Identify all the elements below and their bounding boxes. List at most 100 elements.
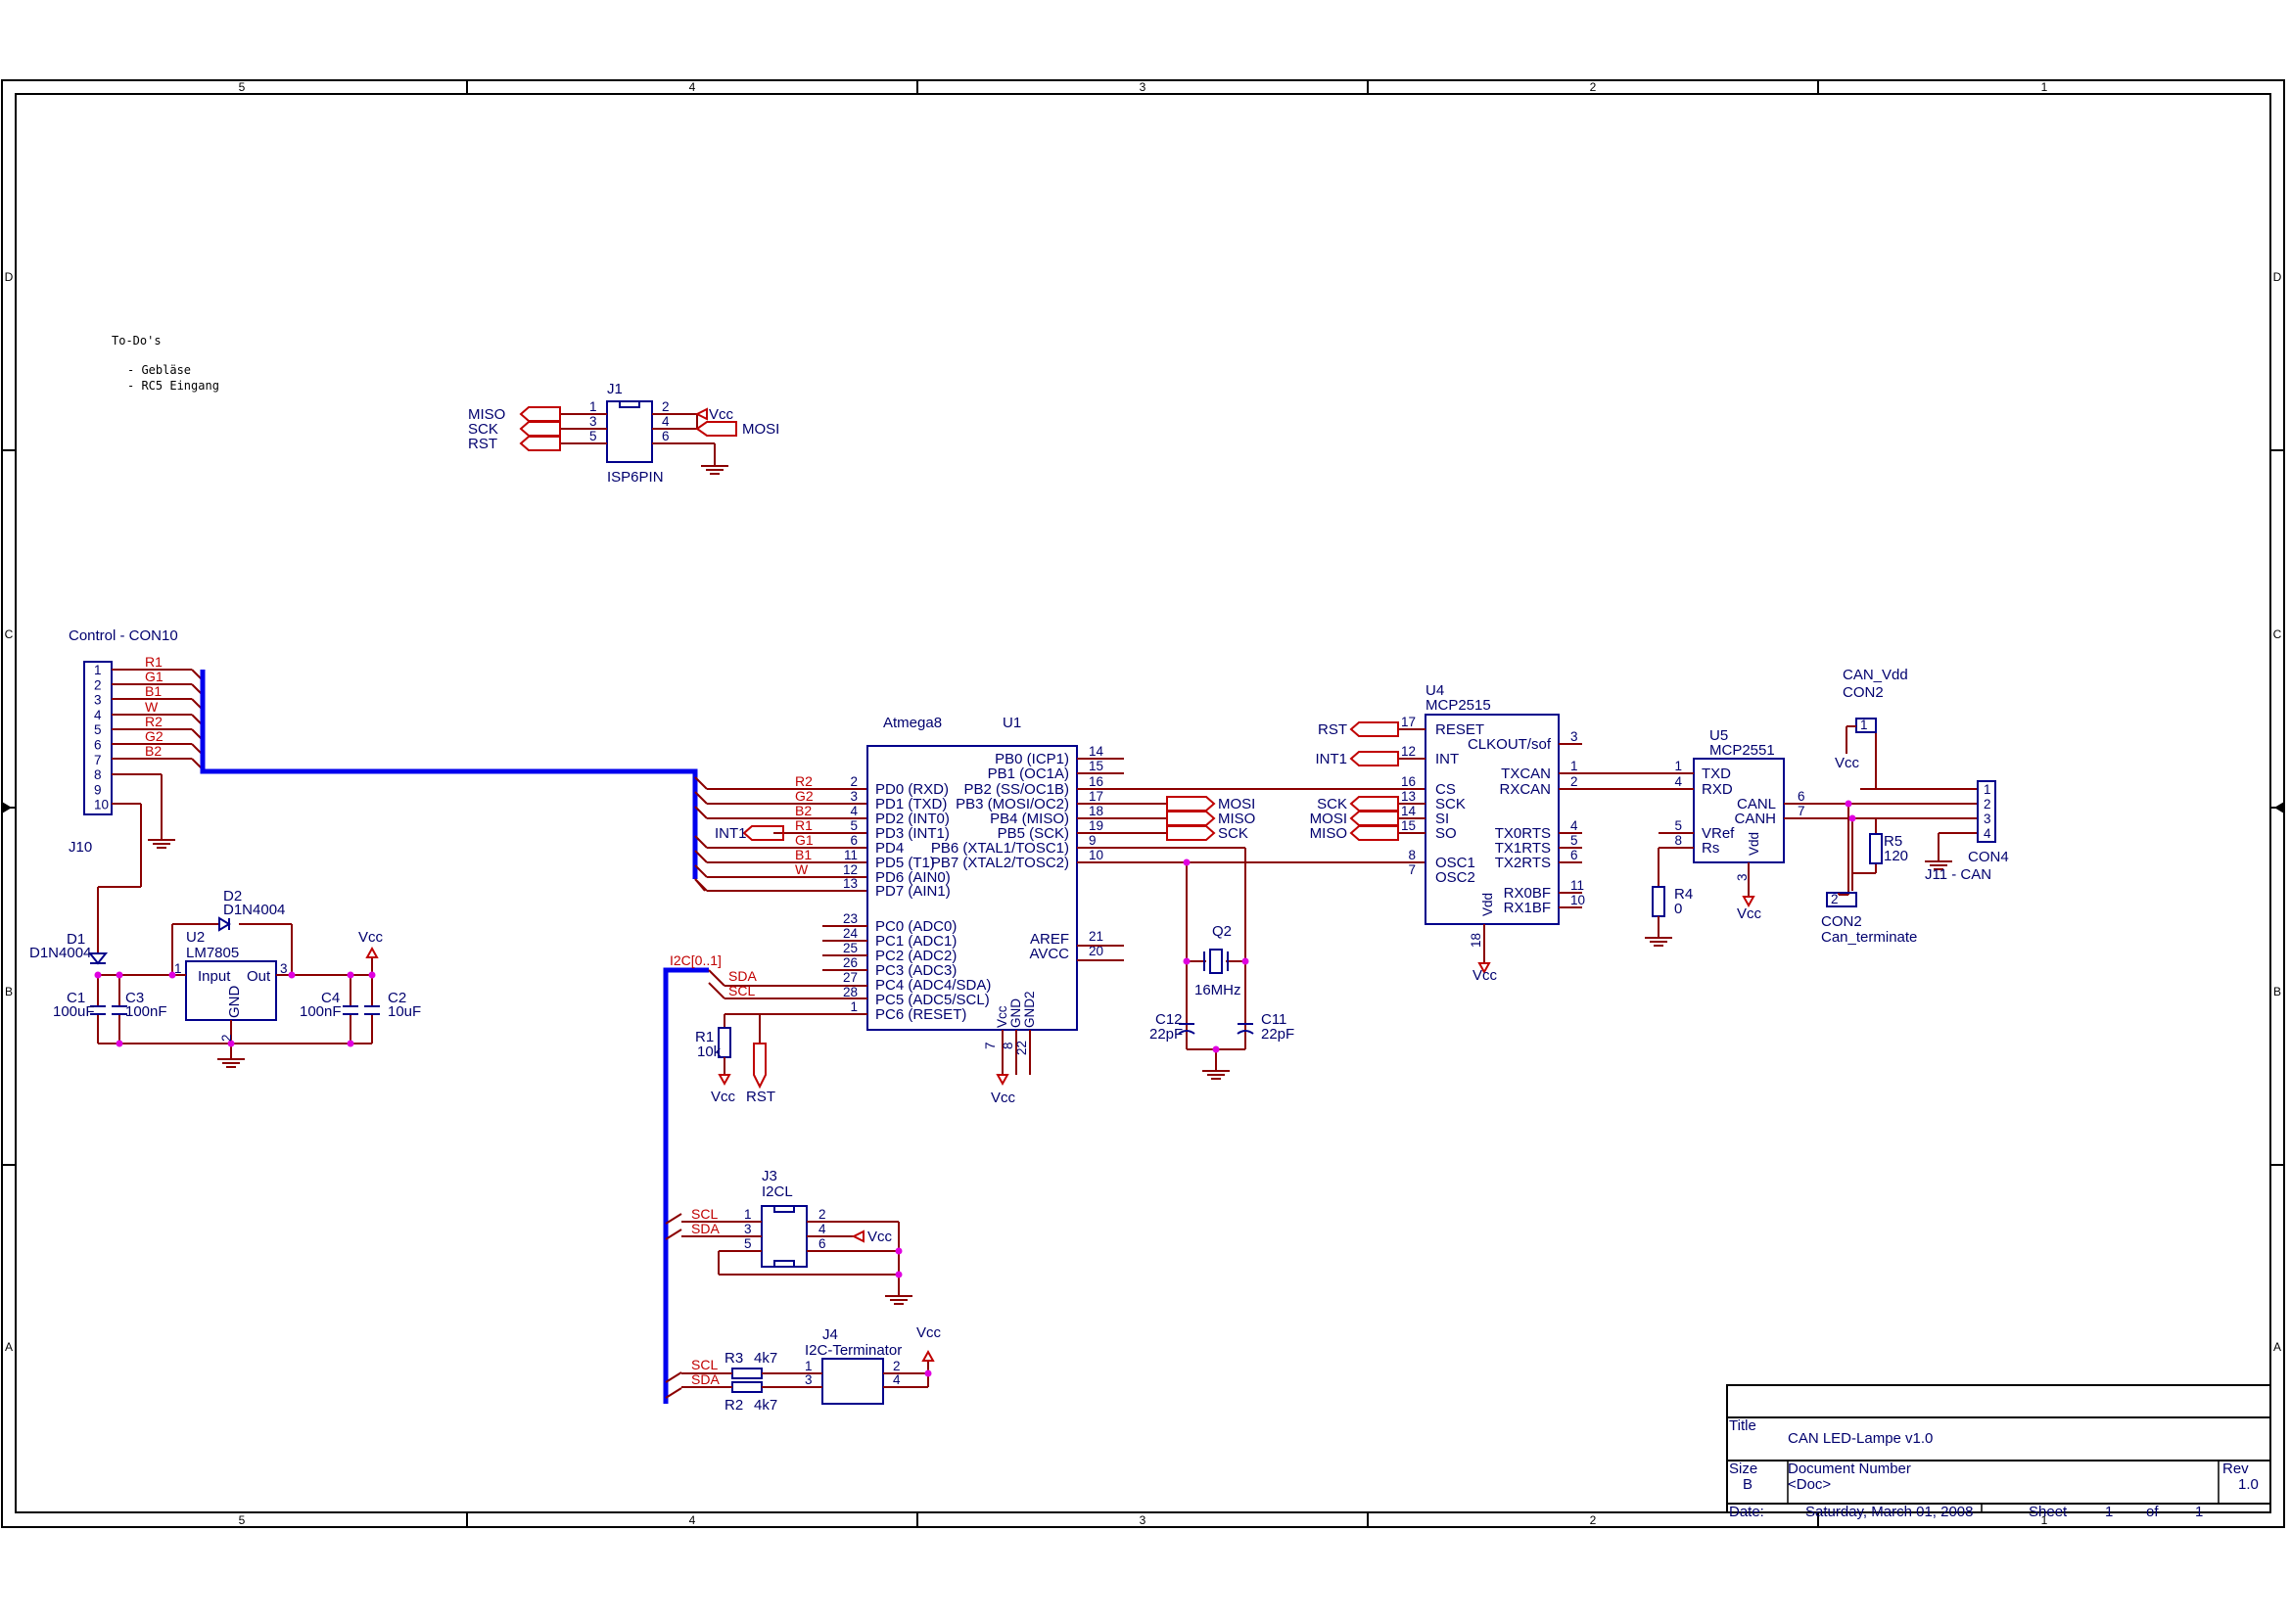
- u4-pin-label-txcan: TXCAN: [1501, 766, 1551, 782]
- u4-pin-label-tx2rts: TX2RTS: [1495, 855, 1551, 871]
- u1-pin-label-1: PC6 (RESET): [875, 1006, 966, 1023]
- row-label-right-2: C: [2273, 627, 2282, 641]
- title-block: Title CAN LED-Lampe v1.0 Size B Document…: [1726, 1384, 2271, 1520]
- j10-pin-5: 5: [94, 722, 102, 737]
- u5-pin-5: 5: [1674, 818, 1682, 833]
- todo-item-2: - RC5 Eingang: [127, 379, 219, 393]
- u5-pin-label-rxd: RXD: [1702, 781, 1733, 798]
- u1-sda-label: SDA: [728, 968, 757, 984]
- spi-wiring: MOSI MISO SCK: [1077, 758, 1425, 863]
- u4-pin-6: 6: [1570, 848, 1578, 862]
- c3-ref: C3: [125, 990, 144, 1006]
- document-number-value: <Doc>: [1788, 1476, 1831, 1493]
- j10-pin-4: 4: [94, 708, 102, 722]
- u1-pin-label-14: PB0 (ICP1): [995, 751, 1069, 767]
- u1-pin-28: 28: [843, 985, 858, 999]
- u4-pin-label-rx0bf: RX0BF: [1504, 885, 1551, 902]
- u1-pin-label-4: PD2 (INT0): [875, 811, 950, 827]
- col-label-top-5: 1: [2041, 80, 2048, 94]
- u1-pin-8: 8: [1001, 1042, 1015, 1049]
- u1-pin-gnd2-label: GND2: [1022, 991, 1037, 1028]
- u5-pin-4: 4: [1674, 774, 1682, 789]
- power-supply: Input Out GND 1 3 2 U2 LM7805 D2 D1N4004…: [29, 800, 1856, 1068]
- document-number-label: Document Number: [1788, 1461, 1911, 1477]
- u1-pin-15: 15: [1089, 759, 1103, 773]
- u1-pin-label-15: PB1 (OC1A): [988, 766, 1069, 782]
- c2-ref: C2: [388, 990, 406, 1006]
- j10-pin-1: 1: [94, 663, 102, 677]
- u1-net-b1: B1: [795, 847, 812, 862]
- u1-pin-label-23: PC0 (ADC0): [875, 918, 957, 935]
- u1-miso-flag: MISO: [1218, 811, 1255, 827]
- j1-pin-4: 4: [662, 414, 670, 429]
- u5-pin-1: 1: [1674, 759, 1682, 773]
- u1-pin-12: 12: [843, 862, 858, 877]
- u1-sck-flag: SCK: [1218, 825, 1248, 842]
- u1-pin-label-17: PB3 (MOSI/OC2): [956, 796, 1069, 812]
- u4-pin-label-tx1rts: TX1RTS: [1495, 840, 1551, 857]
- d2-ref: D2: [223, 888, 242, 905]
- u4-net-flag-rst: RST: [1318, 721, 1347, 738]
- u1-pin-label-25: PC2 (ADC2): [875, 948, 957, 964]
- u1-pin-label-27: PC4 (ADC4/SDA): [875, 977, 991, 994]
- u4-pin-17: 17: [1401, 715, 1416, 729]
- r4-value: 0: [1674, 901, 1682, 917]
- u1-pin-5: 5: [850, 818, 858, 833]
- q2-crystal: Q2 16MHz C12 22pF C11 22pF: [1149, 848, 1294, 1080]
- u4-net-flag-mosi: MOSI: [1310, 811, 1347, 827]
- u4-pin-label-sck: SCK: [1435, 796, 1466, 812]
- c2-value: 10uF: [388, 1003, 421, 1020]
- j11-ref: CON4: [1968, 849, 2009, 865]
- u1-pin-16: 16: [1089, 774, 1103, 789]
- u4-pin-label-clkout/sof: CLKOUT/sof: [1468, 736, 1552, 753]
- j11-pin-4: 4: [1984, 826, 1991, 841]
- j4-pin-3: 3: [805, 1372, 813, 1387]
- j4-ref: J4: [822, 1326, 838, 1343]
- u1-pin-label-9: PB6 (XTAL1/TOSC1): [931, 840, 1069, 857]
- col-label-bottom-3: 3: [1140, 1513, 1146, 1527]
- u4-pin-label-si: SI: [1435, 811, 1449, 827]
- col-label-bottom-1: 5: [239, 1513, 246, 1527]
- j1-label-sck: SCK: [468, 421, 498, 438]
- size-value: B: [1743, 1476, 1753, 1493]
- u1-pin-label-3: PD1 (TXD): [875, 796, 947, 812]
- u1-pin-2: 2: [850, 774, 858, 789]
- u1-pin-label-26: PC3 (ADC3): [875, 962, 957, 979]
- u1-aref-pin: 21: [1089, 929, 1103, 944]
- j4-value: I2C-Terminator: [805, 1342, 902, 1359]
- j4-sda-label: SDA: [691, 1371, 720, 1387]
- u1-pin-label-10: PB7 (XTAL2/TOSC2): [931, 855, 1069, 871]
- j10-pin-7: 7: [94, 753, 102, 767]
- r3-ref: R3: [724, 1350, 743, 1367]
- j1-isp-header: J1 ISP6PIN MISO SCK RST 1 3 5 2 4 6 Vcc …: [468, 381, 779, 486]
- j1-pin-3: 3: [589, 414, 597, 429]
- u4-pin-label-so: SO: [1435, 825, 1457, 842]
- c11-value: 22pF: [1261, 1026, 1294, 1043]
- todo-item-1: - Gebläse: [127, 363, 191, 377]
- j3-scl-label: SCL: [691, 1206, 718, 1222]
- can-term-pins: 2: [1831, 892, 1839, 906]
- row-label-left-4: A: [5, 1340, 13, 1354]
- u1-pin-label-13: PD7 (AIN1): [875, 883, 951, 900]
- j10-net-b2: B2: [145, 743, 162, 759]
- c4-ref: C4: [321, 990, 340, 1006]
- j4-scl-label: SCL: [691, 1357, 718, 1372]
- u4-pin-label-rx1bf: RX1BF: [1504, 900, 1551, 916]
- u5-pin-label-rs: Rs: [1702, 840, 1719, 857]
- row-label-right-3: B: [2273, 985, 2281, 998]
- j3-pin-2: 2: [818, 1207, 826, 1222]
- u1-pin-25: 25: [843, 941, 858, 955]
- title-value: CAN LED-Lampe v1.0: [1788, 1430, 1933, 1447]
- j1-label-miso: MISO: [468, 406, 505, 423]
- u1-pin-label-19: PB5 (SCK): [998, 825, 1069, 842]
- j3-pin-3: 3: [744, 1222, 752, 1236]
- u5-vdd-pin: 3: [1735, 873, 1750, 881]
- j1-vcc-label: Vcc: [709, 406, 734, 423]
- u1-net-b2: B2: [795, 803, 812, 818]
- rev-value: 1.0: [2238, 1476, 2259, 1493]
- u1-pin-10: 10: [1089, 848, 1103, 862]
- c4-value: 100nF: [300, 1003, 342, 1020]
- j10-pin-8: 8: [94, 767, 102, 782]
